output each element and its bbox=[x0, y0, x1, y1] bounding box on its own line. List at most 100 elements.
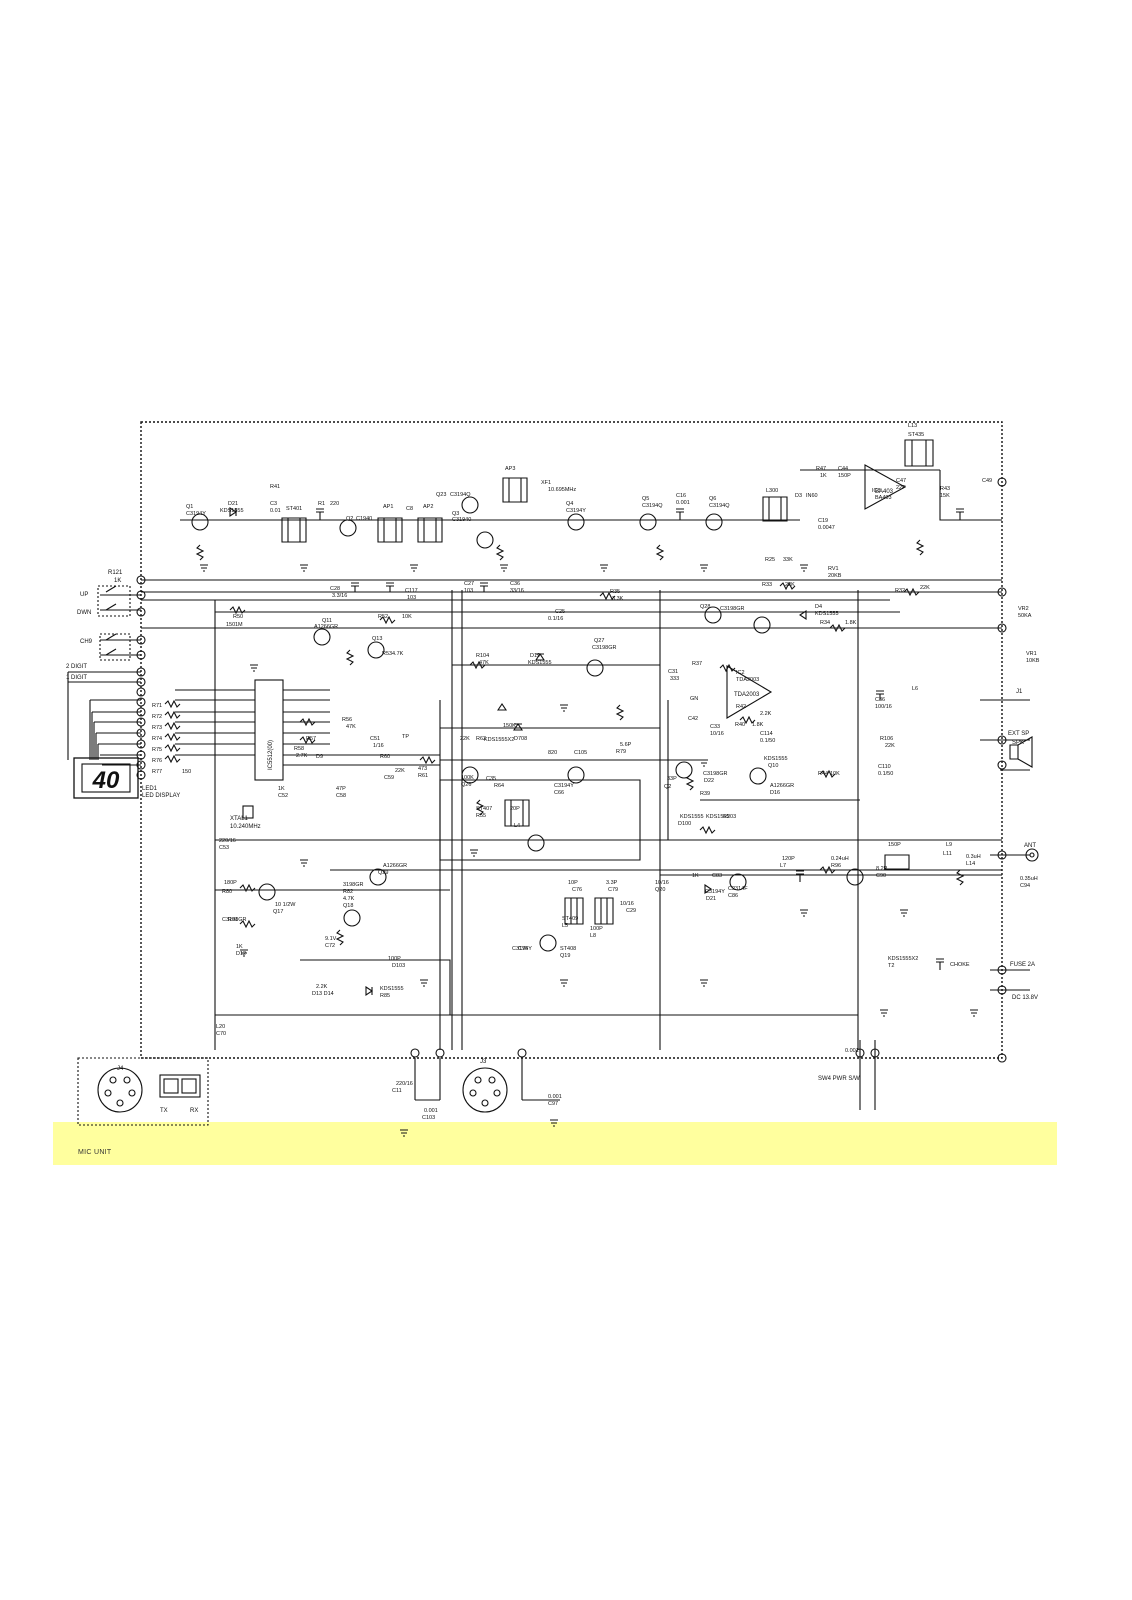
component-label: C3 bbox=[270, 501, 277, 507]
component-label: 3.3K bbox=[612, 596, 624, 602]
component-label: 150 bbox=[226, 622, 235, 628]
component-label: 33P bbox=[667, 776, 677, 782]
component-label: C3194Q bbox=[450, 492, 471, 498]
component-label: 0.24uH bbox=[831, 856, 849, 862]
component-label: 2.7K bbox=[296, 753, 308, 759]
component-label: 473 bbox=[418, 766, 427, 772]
j3-label: J3 bbox=[480, 1059, 487, 1065]
component-label: 0.1/50 bbox=[878, 771, 893, 777]
component-label: L14 bbox=[966, 861, 975, 867]
component-label: C25 bbox=[555, 609, 565, 615]
led-caption: LED DISPLAY bbox=[142, 793, 180, 799]
component-label: 2.2K bbox=[316, 984, 328, 990]
one-digit-label: 1 DIGIT bbox=[66, 675, 87, 681]
component-label: KDS1555 bbox=[528, 660, 552, 666]
component-label: 33K bbox=[783, 557, 793, 563]
component-label: R56 bbox=[342, 717, 352, 723]
component-label: C110 bbox=[878, 764, 891, 770]
led-name: LED1 bbox=[142, 786, 158, 792]
component-label: 22K bbox=[885, 743, 895, 749]
component-label: C3194Y bbox=[186, 511, 206, 517]
up-label: UP bbox=[80, 592, 88, 598]
tx-label: TX bbox=[160, 1108, 168, 1114]
component-label: 10/16 bbox=[710, 731, 724, 737]
component-label: L4 bbox=[514, 823, 520, 829]
component-label: D12 bbox=[236, 951, 246, 957]
component-label: 47P bbox=[336, 786, 346, 792]
component-label: 47K bbox=[479, 660, 489, 666]
component-label: R39 bbox=[700, 791, 710, 797]
component-label: D16 bbox=[770, 790, 780, 796]
component-label: D9 bbox=[316, 754, 323, 760]
component-label: 5.6P bbox=[620, 742, 632, 748]
component-label: C49 bbox=[982, 478, 992, 484]
component-label: R52 bbox=[378, 614, 388, 620]
component-label: D13 D14 bbox=[312, 991, 334, 997]
component-label: C19 bbox=[818, 518, 828, 524]
component-label: GN bbox=[690, 696, 698, 702]
component-label: C94 bbox=[1020, 883, 1030, 889]
component-label: C114 bbox=[760, 731, 773, 737]
component-label: 10.695MHz bbox=[548, 487, 576, 493]
component-label: A1266GR bbox=[383, 863, 407, 869]
component-label: R42 bbox=[736, 704, 746, 710]
component-label: 100P bbox=[388, 956, 401, 962]
component-label: RV1 bbox=[828, 566, 839, 572]
component-label: 0.0047 bbox=[818, 525, 835, 531]
component-label: 120P bbox=[782, 856, 795, 862]
component-label: 333 bbox=[670, 676, 679, 682]
pcb-outline bbox=[140, 421, 1003, 1059]
component-label: 100K bbox=[461, 775, 474, 781]
component-label: 8.2P bbox=[876, 866, 888, 872]
xtal-freq-label: 10.240MHz bbox=[230, 824, 261, 830]
component-label: R62 bbox=[476, 736, 486, 742]
component-label: 1.8K bbox=[845, 620, 857, 626]
component-label: 22P bbox=[896, 485, 906, 491]
component-label: T2 bbox=[888, 963, 894, 969]
component-label: R43 bbox=[940, 486, 950, 492]
component-label: R61 bbox=[418, 773, 428, 779]
component-label: C58 bbox=[336, 793, 346, 799]
component-label: VR2 bbox=[1018, 606, 1029, 612]
r121-label: R121 bbox=[108, 570, 123, 576]
component-label: C75 bbox=[518, 946, 528, 952]
component-label: C3194Q bbox=[709, 503, 730, 509]
component-label: Q29 bbox=[378, 870, 388, 876]
component-label: C66 bbox=[554, 790, 564, 796]
component-label: KDS1555X2 bbox=[888, 956, 918, 962]
rx-label: RX bbox=[190, 1108, 198, 1114]
component-label: L11 bbox=[943, 851, 952, 857]
component-label: XF1 bbox=[541, 480, 551, 486]
component-label: IC2 bbox=[736, 670, 745, 676]
component-label: 1.8K bbox=[752, 722, 764, 728]
component-label: C42 bbox=[688, 716, 698, 722]
component-label: C3194Y bbox=[566, 508, 586, 514]
component-label: 10 1/2W bbox=[275, 902, 296, 908]
component-label: R57 bbox=[306, 736, 316, 742]
component-label: Q2 bbox=[664, 784, 671, 790]
component-label: C53 bbox=[219, 845, 229, 851]
ext-sp-label: EXT SP bbox=[1008, 731, 1029, 737]
led-display-digits: 40 bbox=[92, 767, 120, 794]
component-label: R85 bbox=[380, 993, 390, 999]
component-label: CHOKE bbox=[950, 962, 970, 968]
component-label: ST435 bbox=[908, 432, 924, 438]
component-label: C33 bbox=[710, 724, 720, 730]
component-label: R41 bbox=[270, 484, 280, 490]
r121-value: 1K bbox=[114, 578, 121, 584]
component-label: C3198GR bbox=[592, 645, 616, 651]
component-label: Q4 bbox=[566, 501, 573, 507]
j1-label: J1 bbox=[1016, 689, 1023, 695]
component-label: Q3 bbox=[452, 511, 459, 517]
component-label: R80 bbox=[222, 889, 232, 895]
component-label: C105 bbox=[574, 750, 587, 756]
two-digit-label: 2 DIGIT bbox=[66, 664, 87, 670]
component-label: 103 bbox=[407, 595, 416, 601]
component-label: 4.7K bbox=[392, 651, 404, 657]
component-label: 1K bbox=[236, 944, 243, 950]
component-label: KDS1555 bbox=[220, 508, 244, 514]
component-label: 150P bbox=[838, 473, 851, 479]
component-label: 2.2K bbox=[760, 711, 772, 717]
